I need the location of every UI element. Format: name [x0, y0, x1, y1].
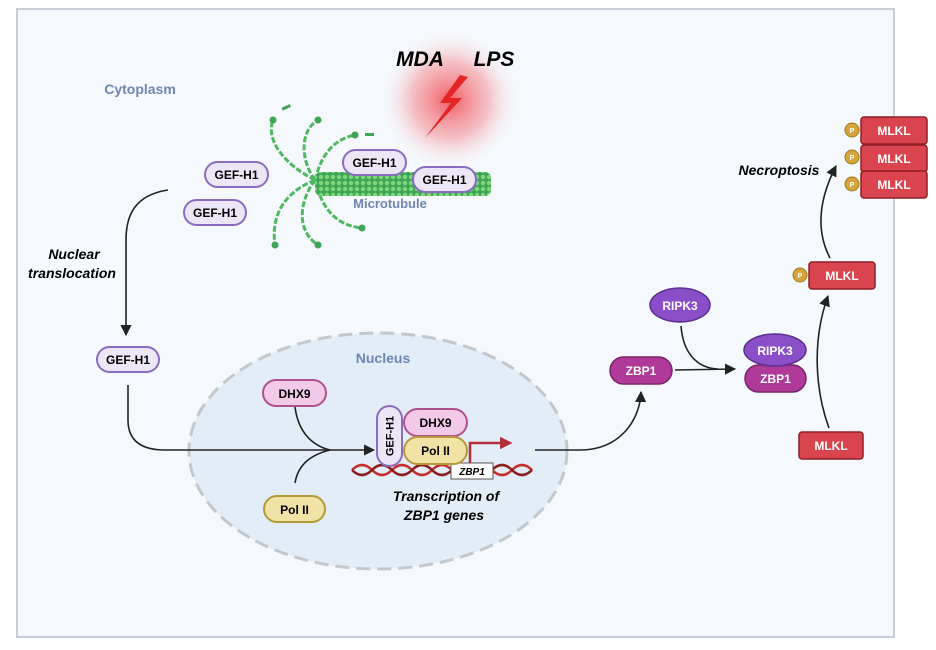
svg-text:MLKL: MLKL	[877, 124, 910, 138]
svg-text:Pol II: Pol II	[421, 444, 450, 458]
svg-text:P: P	[850, 155, 855, 162]
transcription-start-arrow	[468, 436, 513, 463]
svg-text:ZBP1: ZBP1	[626, 364, 657, 378]
necroptosis-label: Necroptosis	[739, 162, 820, 178]
stimulus-mda: MDA	[396, 48, 444, 71]
svg-text:ZBP1: ZBP1	[760, 372, 791, 386]
gef-h1-to-complex-arrow	[127, 385, 376, 456]
nucleus-label: Nucleus	[356, 350, 411, 366]
svg-text:GEF-H1: GEF-H1	[352, 156, 396, 170]
ripk3-protein: RIPK3	[649, 287, 711, 323]
lightning-icon	[425, 75, 468, 138]
svg-text:GEF-H1: GEF-H1	[385, 416, 397, 456]
zbp1-protein: ZBP1	[609, 356, 673, 385]
necroptosis-arrow	[820, 165, 837, 259]
pol2-complex: Pol II	[403, 436, 468, 465]
svg-text:P: P	[798, 273, 803, 280]
cytoplasm-label: Cytoplasm	[104, 81, 176, 97]
svg-text:DHX9: DHX9	[278, 387, 310, 401]
mlkl-free: MLKL	[798, 431, 864, 460]
svg-text:MLKL: MLKL	[877, 152, 910, 166]
dhx9-complex: DHX9	[403, 408, 468, 437]
svg-text:GEF-H1: GEF-H1	[106, 353, 150, 367]
zbp1-ripk3-complex: ZBP1 RIPK3	[743, 333, 807, 393]
pol2-join-line	[294, 449, 331, 484]
mlkl-oligomer-3: MLKL P	[844, 170, 928, 199]
microtubule-label: Microtubule	[353, 196, 427, 211]
svg-text:ZBP1: ZBP1	[458, 467, 485, 478]
p-mlkl: MLKL P	[792, 261, 876, 290]
mlkl-phosphorylation-arrow	[816, 294, 830, 429]
svg-text:DHX9: DHX9	[419, 416, 451, 430]
nuclear-translocation-label-2: translocation	[28, 265, 116, 281]
svg-text:RIPK3: RIPK3	[662, 299, 698, 313]
svg-text:MLKL: MLKL	[814, 439, 847, 453]
transcription-to-zbp1-arrow	[535, 390, 647, 451]
svg-text:P: P	[850, 182, 855, 189]
transcription-label-1: Transcription of	[393, 488, 501, 504]
gef-h1-complex: GEF-H1	[376, 405, 403, 467]
ripk3-join-line	[680, 325, 719, 370]
svg-text:Pol II: Pol II	[280, 503, 309, 517]
gef-h1-cyto-2: GEF-H1	[183, 199, 247, 226]
svg-text:MLKL: MLKL	[825, 269, 858, 283]
dhx9-join-line	[294, 406, 331, 451]
gef-h1-cyto-1: GEF-H1	[204, 161, 269, 188]
svg-text:GEF-H1: GEF-H1	[214, 168, 258, 182]
svg-text:MLKL: MLKL	[877, 178, 910, 192]
microtubule-ends	[269, 104, 374, 249]
microtubule-fibers	[269, 118, 363, 247]
nuclear-translocation-label-1: Nuclear	[48, 246, 101, 262]
transcription-label-2: ZBP1 genes	[403, 507, 484, 523]
svg-text:GEF-H1: GEF-H1	[422, 173, 466, 187]
translocation-arrow	[120, 189, 169, 337]
mlkl-oligomer-2: MLKL P	[844, 144, 928, 173]
zbp1-to-complex-arrow	[674, 363, 737, 375]
mlkl-oligomer-1: MLKL P	[844, 116, 928, 145]
svg-text:RIPK3: RIPK3	[757, 344, 793, 358]
dhx9-free: DHX9	[262, 379, 327, 407]
gef-h1-microtubule-1: GEF-H1	[342, 149, 407, 176]
stimulus-lps: LPS	[474, 48, 515, 71]
mlkl-oligomer: MLKL P MLKL P MLKL P	[844, 116, 928, 199]
zbp1-gene-box: ZBP1	[450, 462, 494, 480]
svg-text:GEF-H1: GEF-H1	[193, 206, 237, 220]
pol2-free: Pol II	[263, 495, 326, 523]
gef-h1-microtubule-2: GEF-H1	[412, 166, 477, 193]
gef-h1-translocated: GEF-H1	[96, 346, 160, 373]
svg-text:P: P	[850, 128, 855, 135]
